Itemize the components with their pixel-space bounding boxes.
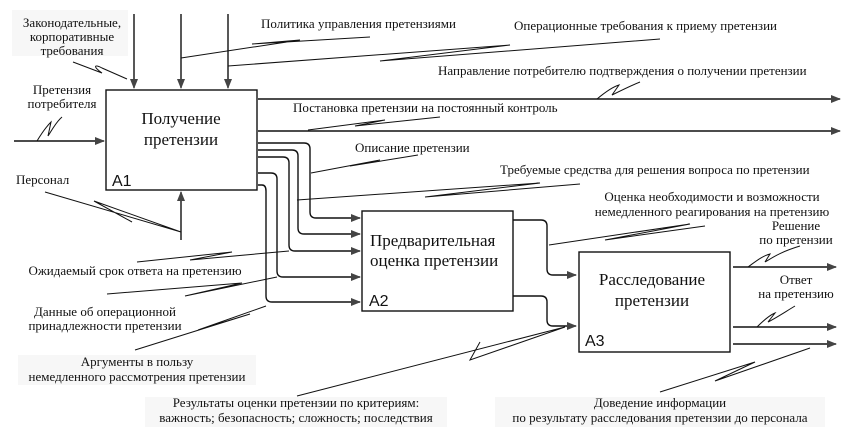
- box-a2-frame: [361, 210, 514, 312]
- label-operational-requirements: Операционные требования к приему претенз…: [514, 18, 777, 33]
- box-a2-title-line1: Предварительная: [370, 231, 496, 250]
- squiggle-control: [307, 116, 441, 131]
- arrow-assessment: [513, 219, 577, 279]
- squiggle-operational: [227, 38, 661, 67]
- box-a2-id: A2: [369, 293, 389, 310]
- label-operational-ownership: Данные об операционной принадлежности пр…: [28, 304, 181, 333]
- label-arguments: Аргументы в пользу немедленного рассмотр…: [29, 354, 246, 384]
- box-a3[interactable]: Расследование претензии A3: [578, 251, 731, 353]
- box-a1-id: A1: [112, 173, 132, 190]
- svg-text:Результаты оценки претензии по: Результаты оценки претензии по критериям…: [173, 395, 420, 410]
- svg-text:Претензия: Претензия: [33, 82, 91, 97]
- box-a3-title-line2: претензии: [615, 291, 689, 310]
- svg-text:важность; безопасность; сложно: важность; безопасность; сложность; после…: [159, 410, 432, 425]
- arrow-arguments: [258, 184, 361, 306]
- label-evaluation-results: Результаты оценки претензии по критериям…: [159, 395, 432, 425]
- squiggle-communication: [659, 347, 811, 393]
- label-required-means: Требуемые средства для решения вопроса п…: [500, 162, 810, 177]
- svg-text:Законодательные,: Законодательные,: [23, 15, 121, 30]
- svg-text:принадлежности претензии: принадлежности претензии: [28, 318, 181, 333]
- box-a1-title-line1: Получение: [141, 109, 220, 128]
- label-bg: [12, 10, 128, 56]
- label-assessment-need: Оценка необходимости и возможности немед…: [595, 189, 830, 219]
- label-consumer-claim: Претензия потребителя: [28, 82, 97, 111]
- svg-text:Аргументы в пользу: Аргументы в пользу: [81, 354, 194, 369]
- label-claim-policy: Политика управления претензиями: [261, 16, 456, 31]
- squiggle-personnel: [44, 191, 182, 233]
- squiggle-arguments: [134, 305, 267, 351]
- squiggle-assessment: [548, 223, 706, 246]
- squiggle-response: [756, 305, 796, 328]
- squiggle-decision: [747, 245, 801, 268]
- box-a3-frame: [578, 251, 731, 353]
- svg-text:на претензию: на претензию: [758, 286, 834, 301]
- label-bg: [495, 397, 825, 427]
- squiggle-confirmation: [596, 81, 641, 100]
- box-a1[interactable]: Получение претензии A1: [105, 89, 258, 191]
- label-constant-control: Постановка претензии на постоянный контр…: [293, 100, 558, 115]
- arrow-description: [258, 142, 361, 222]
- arrow-required-means: [258, 149, 361, 238]
- arrow-ownership: [258, 172, 361, 281]
- svg-text:требования: требования: [41, 43, 104, 58]
- squiggle-claim: [36, 116, 63, 142]
- svg-text:Решение: Решение: [772, 218, 821, 233]
- svg-text:корпоративные: корпоративные: [30, 29, 115, 44]
- label-response: Ответ на претензию: [758, 272, 834, 301]
- squiggle-required-means: [296, 182, 581, 201]
- box-a3-id: A3: [585, 333, 605, 350]
- label-personnel: Персонал: [16, 172, 70, 187]
- svg-text:Доведение информации: Доведение информации: [594, 395, 726, 410]
- svg-text:немедленного рассмотрения прет: немедленного рассмотрения претензии: [29, 369, 246, 384]
- box-a3-title-line1: Расследование: [599, 270, 705, 289]
- label-claim-description: Описание претензии: [355, 140, 470, 155]
- label-confirmation: Направление потребителю подтверждения о …: [438, 63, 807, 78]
- label-bg: [18, 355, 256, 385]
- label-bg: [145, 397, 447, 427]
- squiggle-legal: [72, 61, 128, 80]
- arrow-expected-deadline: [258, 156, 361, 255]
- box-a2-title-line2: оценка претензии: [370, 251, 498, 270]
- svg-text:потребителя: потребителя: [28, 96, 97, 111]
- box-a1-frame: [105, 89, 258, 191]
- squiggle-evaluation: [296, 326, 566, 397]
- label-expected-deadline: Ожидаемый срок ответа на претензию: [28, 263, 241, 278]
- label-legal-requirements: Законодательные, корпоративные требовани…: [23, 15, 121, 58]
- label-decision: Решение по претензии: [759, 218, 832, 247]
- svg-text:немедленного реагирования на п: немедленного реагирования на претензию: [595, 204, 830, 219]
- squiggle-description: [310, 154, 419, 174]
- svg-text:по претензии: по претензии: [759, 232, 832, 247]
- squiggle-ownership: [106, 276, 278, 297]
- svg-text:по результату расследования пр: по результату расследования претензии до…: [512, 410, 807, 425]
- squiggle-expected-deadline: [136, 250, 290, 263]
- squiggle-policy: [180, 36, 371, 59]
- box-a2[interactable]: Предварительная оценка претензии A2: [361, 210, 514, 312]
- arrow-evaluation-results: [513, 295, 577, 330]
- label-communication: Доведение информации по результату рассл…: [512, 395, 807, 425]
- box-a1-title-line2: претензии: [144, 130, 218, 149]
- svg-text:Ответ: Ответ: [780, 272, 813, 287]
- svg-text:Данные об операционной: Данные об операционной: [34, 304, 176, 319]
- svg-text:Оценка необходимости и возможн: Оценка необходимости и возможности: [604, 189, 819, 204]
